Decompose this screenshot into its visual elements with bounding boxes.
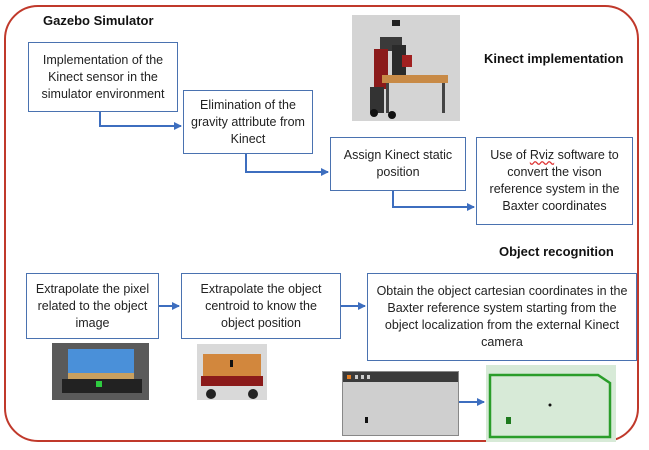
step-rviz-conversion: Use of Rviz software to convert the viso… [476,137,633,225]
step-extrapolate-pixel: Extrapolate the pixel related to the obj… [26,273,159,339]
step-assign-static-position: Assign Kinect static position [330,137,466,191]
step-rviz-text: Use of Rviz software to convert the viso… [482,147,627,215]
step-eliminate-gravity: Elimination of the gravity attribute fro… [183,90,313,154]
arrow-s2-s3 [245,154,329,176]
kinect-camera-view-image [52,343,149,400]
rviz-text-post: software to convert the vison reference … [489,148,620,213]
gazebo-title: Gazebo Simulator [43,13,154,28]
arrow-s1-s2 [99,112,182,130]
rviz-word: Rviz [529,148,555,162]
rviz-screen-image [342,371,459,436]
top-view-image [486,365,616,442]
object-section-title: Object recognition [499,244,614,259]
step-obtain-cartesian: Obtain the object cartesian coordinates … [367,273,637,361]
step-implement-kinect: Implementation of the Kinect sensor in t… [28,42,178,112]
kinect-section-title: Kinect implementation [484,51,624,66]
table-object-image [197,344,267,400]
rviz-text-pre: Use of [490,148,530,162]
robot-simulation-image [352,15,460,121]
step-extrapolate-centroid: Extrapolate the object centroid to know … [181,273,341,339]
arrow-s3-s4 [392,191,475,211]
gazebo-frame [4,5,639,442]
